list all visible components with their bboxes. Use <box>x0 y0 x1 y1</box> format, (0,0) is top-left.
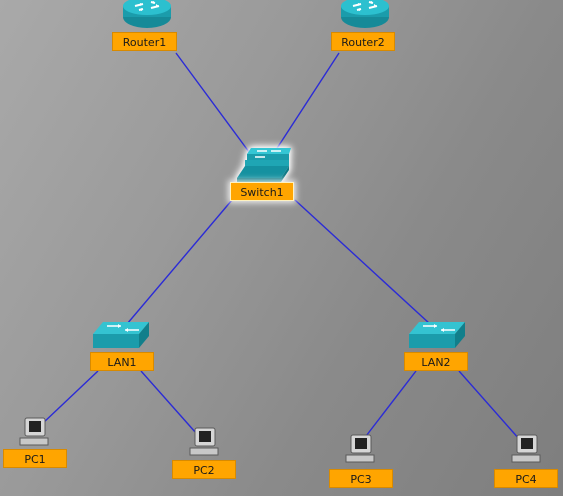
switch1-label: Switch1 <box>230 182 294 201</box>
pc2-label: PC2 <box>172 460 236 479</box>
link-lan2-pc4 <box>458 370 521 441</box>
link-switch1-lan2 <box>294 199 431 325</box>
pc-icon <box>345 434 375 463</box>
router-icon <box>123 0 171 28</box>
pc-icon <box>511 434 541 463</box>
pc-icon <box>19 417 49 446</box>
lan1-label: LAN1 <box>90 352 154 371</box>
link-lan1-pc2 <box>140 370 197 434</box>
link-lan1-pc1 <box>41 370 99 425</box>
router1-label: Router1 <box>112 32 177 51</box>
pc4-label: PC4 <box>494 469 558 488</box>
router-icon <box>341 0 389 28</box>
switch-icon <box>93 322 149 348</box>
link-lan2-pc3 <box>362 370 417 441</box>
stacked-switch-icon <box>237 148 291 182</box>
router2-label: Router2 <box>331 32 395 51</box>
lan2-label: LAN2 <box>404 352 468 371</box>
pc1-label: PC1 <box>3 449 67 468</box>
link-router2-switch1 <box>271 52 340 157</box>
pc-icon <box>189 427 219 456</box>
switch-icon <box>409 322 465 348</box>
link-switch1-lan1 <box>126 199 233 325</box>
pc3-label: PC3 <box>329 469 393 488</box>
link-router1-switch1 <box>175 52 253 157</box>
